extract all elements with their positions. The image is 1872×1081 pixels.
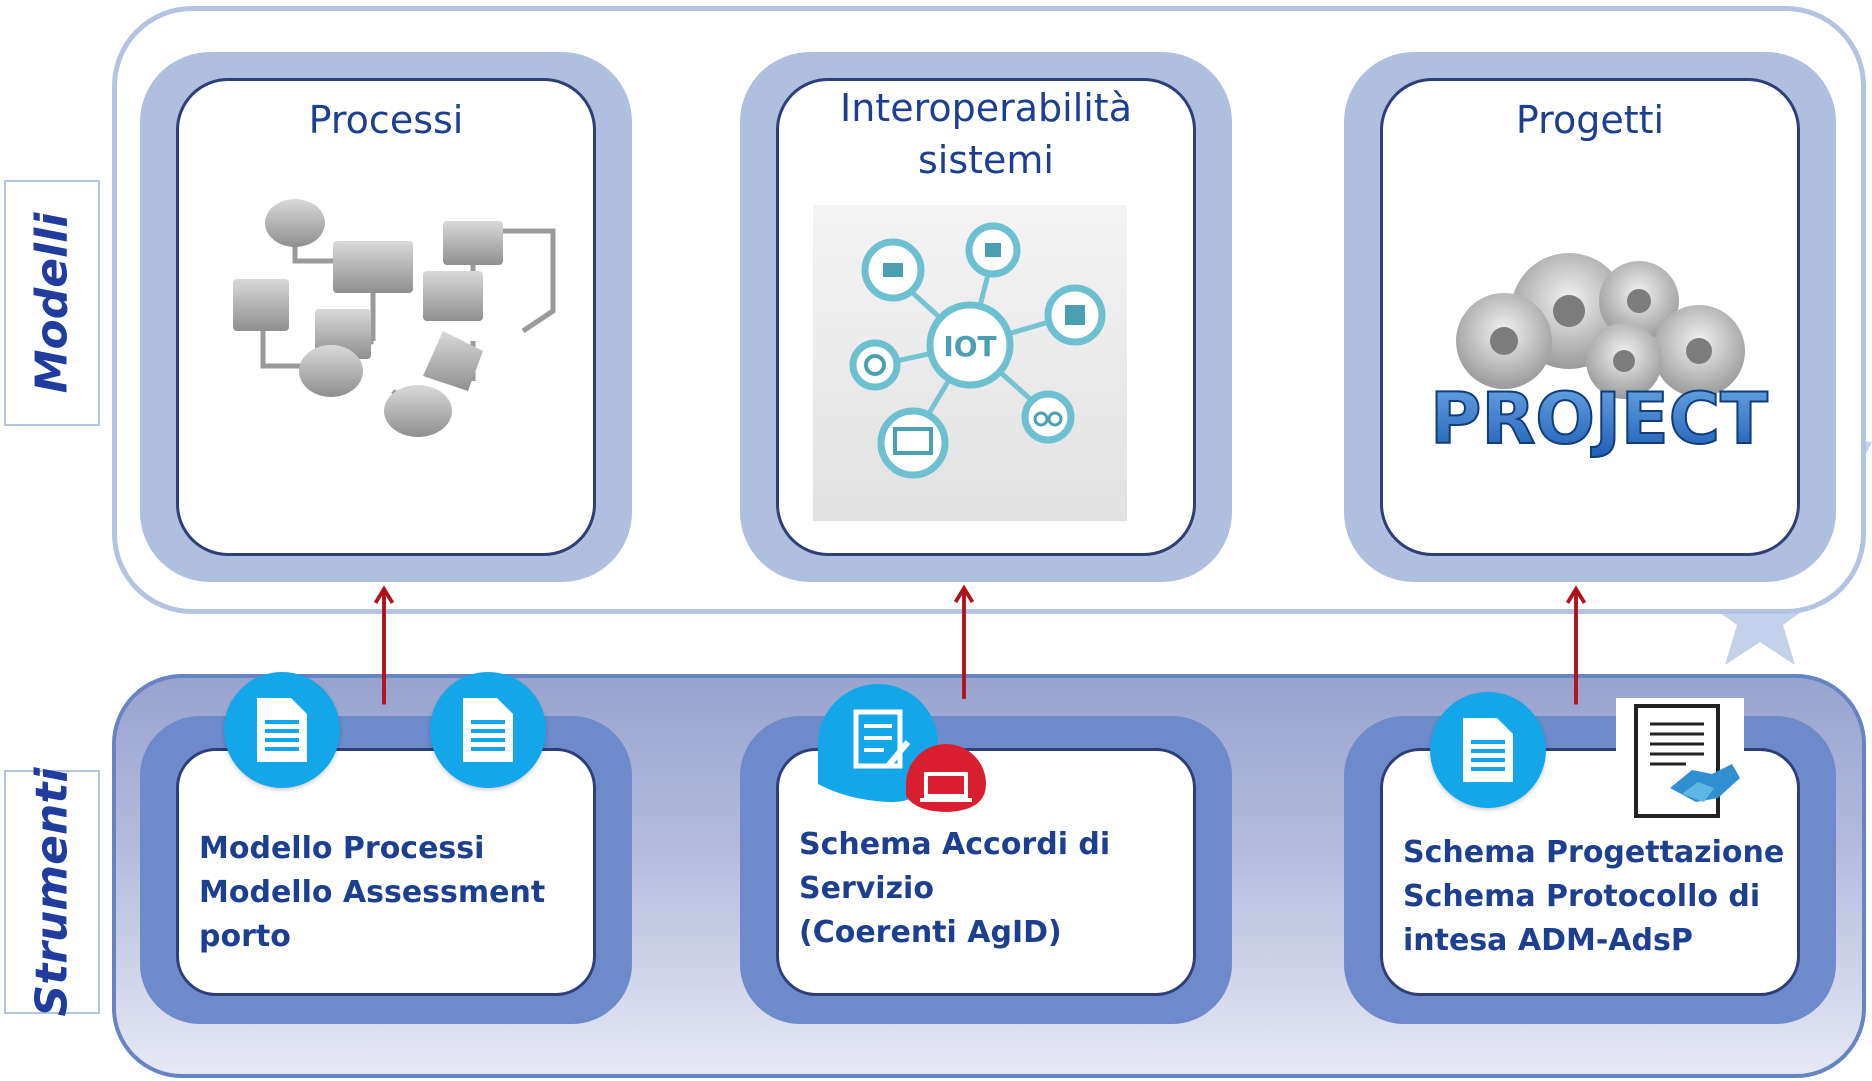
project-gears-image: PROJECT	[1429, 253, 1769, 461]
project-word-text: PROJECT	[1430, 378, 1768, 460]
arrow-up-icon	[374, 585, 394, 705]
models-label-text: Modelli	[26, 212, 78, 394]
document-icon	[1430, 692, 1546, 808]
model-card-projects: Progetti	[1380, 78, 1800, 556]
model-frame-interoperability: Interoperabilità sistemi	[740, 52, 1232, 582]
tool-text-projects: Schema Progettazione Schema Protocollo d…	[1403, 835, 1785, 958]
model-card-processes: Processi	[176, 78, 596, 556]
model-title-interoperability-line2: sistemi	[917, 138, 1054, 182]
model-title-processes: Processi	[308, 98, 464, 142]
tool-text-processes: Modello Processi Modello Assessment port…	[199, 831, 546, 954]
tool-card-processes: Modello Processi Modello Assessment port…	[176, 748, 596, 996]
model-title-interoperability-line1: Interoperabilità	[840, 86, 1132, 130]
model-card-interoperability: Interoperabilità sistemi	[776, 78, 1196, 556]
tools-side-label: Strumenti	[4, 767, 100, 1017]
arrow-up-icon	[1566, 585, 1586, 705]
flowchart-image	[233, 199, 556, 437]
iot-network-image: IOT	[813, 205, 1127, 521]
tools-label-text: Strumenti	[26, 767, 78, 1017]
handshake-document-icon	[1616, 698, 1744, 820]
tool-frame-projects: Schema Progettazione Schema Protocollo d…	[1344, 716, 1836, 1024]
model-frame-projects: Progetti	[1344, 52, 1836, 582]
models-side-label: Modelli	[4, 180, 100, 426]
model-title-projects: Progetti	[1515, 98, 1665, 142]
document-icon	[224, 672, 340, 788]
iot-text: IOT	[943, 330, 996, 363]
arrow-up-icon	[954, 584, 974, 699]
model-frame-processes: Processi	[140, 52, 632, 582]
tool-text-interoperability: Schema Accordi di Servizio (Coerenti AgI…	[799, 827, 1111, 950]
tool-frame-processes: Modello Processi Modello Assessment port…	[140, 716, 632, 1024]
document-icon	[430, 672, 546, 788]
agreement-edit-icon	[818, 684, 986, 812]
